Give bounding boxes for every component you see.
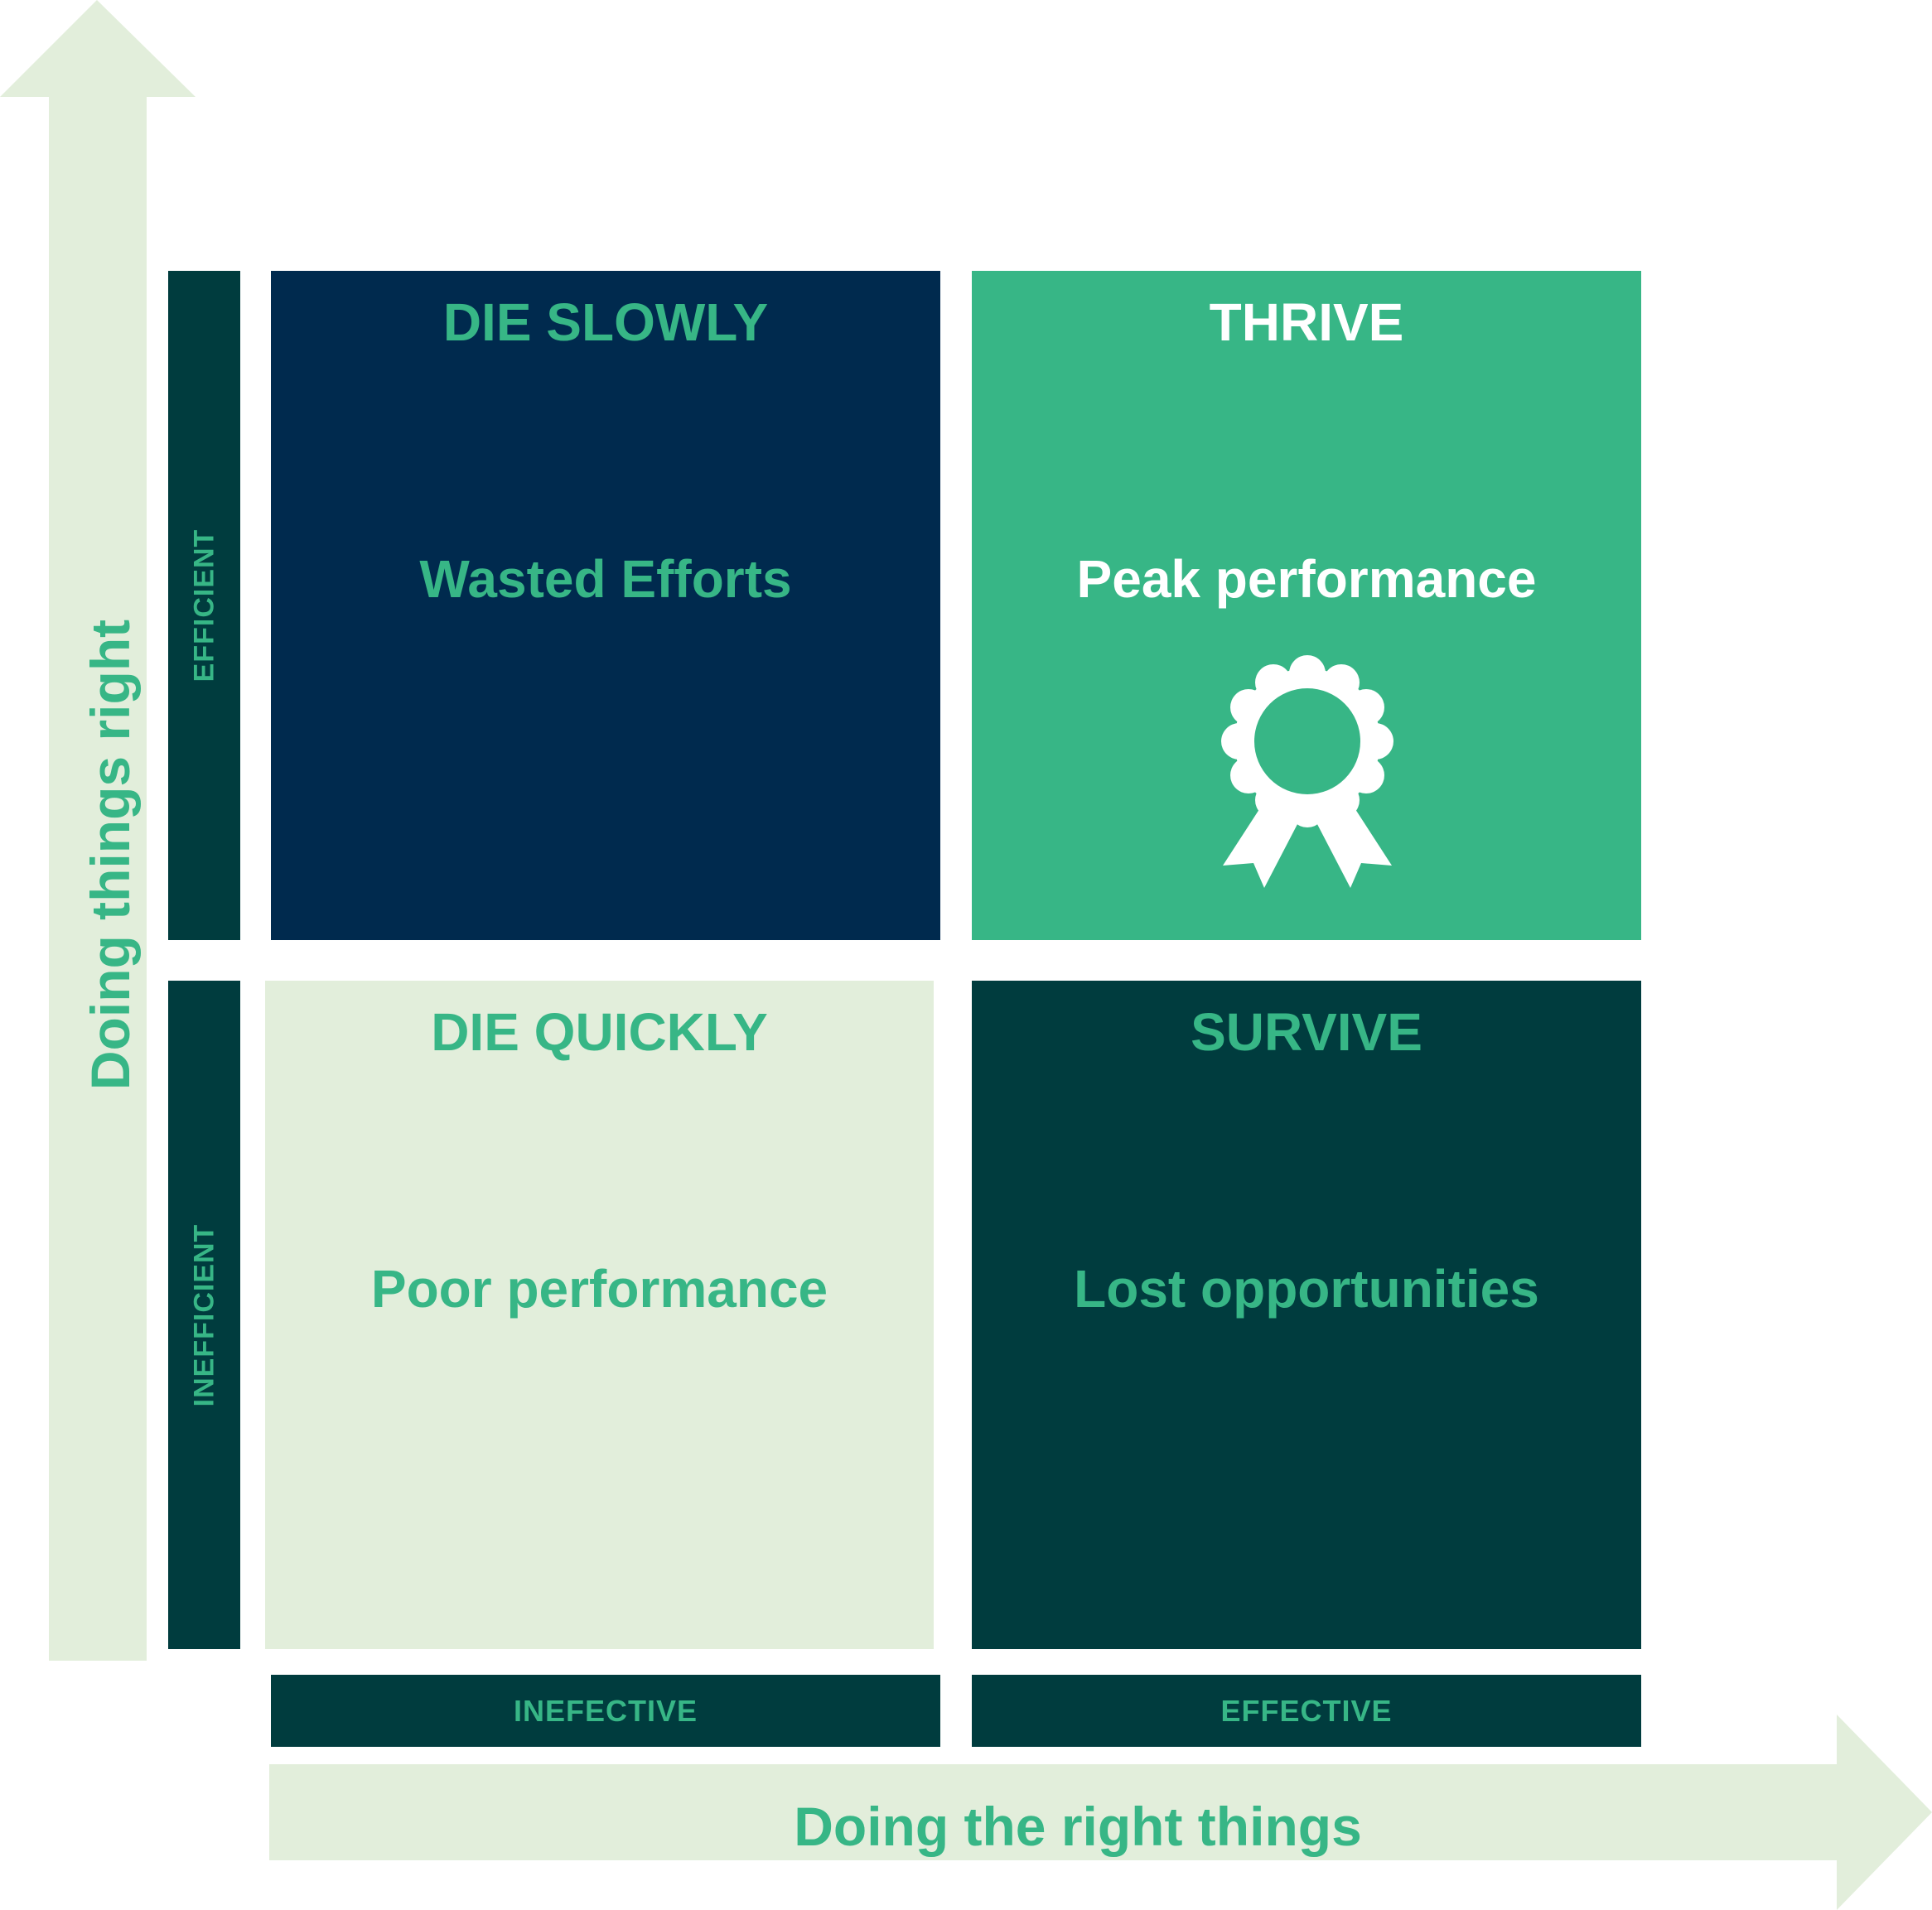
inefficient-label: INEFFICIENT <box>168 981 240 1649</box>
y-axis-arrow <box>0 0 196 1661</box>
quadrant-title: DIE QUICKLY <box>431 1002 768 1062</box>
quadrant-die-slowly: DIE SLOWLY Wasted Efforts <box>271 271 940 940</box>
ineffective-label: INEFECTIVE <box>271 1675 940 1747</box>
effective-label-text: EFFECTIVE <box>1220 1693 1393 1728</box>
inefficient-label-text: INEFFICIENT <box>188 1223 220 1406</box>
x-axis-title: Doing the right things <box>794 1796 1362 1857</box>
x-axis-arrow <box>269 1715 1932 1910</box>
award-ribbon-icon <box>1221 655 1393 888</box>
efficient-label-text: EFFICIENT <box>188 528 220 682</box>
efficient-label: EFFICIENT <box>168 271 240 940</box>
quadrant-thrive: THRIVE Peak performance <box>972 271 1641 940</box>
effective-label: EFFECTIVE <box>972 1675 1641 1747</box>
quadrant-subtitle: Wasted Efforts <box>419 549 792 609</box>
quadrant-title: THRIVE <box>1209 292 1404 352</box>
quadrant-title: SURVIVE <box>1191 1002 1422 1062</box>
y-axis-title: Doing things right <box>80 619 141 1091</box>
ineffective-label-text: INEFECTIVE <box>513 1693 698 1728</box>
quadrant-subtitle: Poor performance <box>370 1259 828 1319</box>
quadrant-title: DIE SLOWLY <box>442 292 769 352</box>
quadrant-subtitle: Peak performance <box>1076 549 1537 609</box>
quadrant-subtitle: Lost opportunities <box>1074 1259 1539 1319</box>
quadrant-die-quickly: DIE QUICKLY Poor performance <box>265 981 934 1649</box>
quadrant-survive: SURVIVE Lost opportunities <box>972 981 1641 1649</box>
